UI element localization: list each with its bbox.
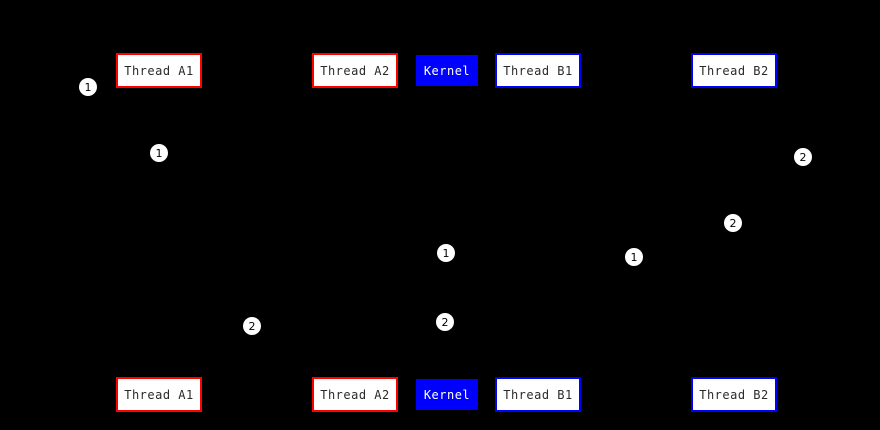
- lifeline-thread-b1: [538, 88, 539, 377]
- participant-label: Thread A2: [320, 63, 390, 78]
- sequence-badge-1: 1: [437, 244, 455, 262]
- participant-top-kernel[interactable]: Kernel: [416, 55, 478, 86]
- lifeline-kernel: [447, 86, 448, 379]
- msg-1-a1-self: [87, 100, 159, 123]
- msg-2-kernel-a2: [252, 315, 446, 334]
- participant-bottom-thread-b2[interactable]: Thread B2: [691, 377, 777, 412]
- participant-top-thread-a1[interactable]: Thread A1: [116, 53, 202, 88]
- sequence-badge-2: 2: [243, 317, 261, 335]
- participant-label: Thread A2: [320, 387, 390, 402]
- lifeline-thread-b2: [734, 88, 735, 377]
- participant-label: Thread A1: [124, 63, 194, 78]
- participant-top-thread-b1[interactable]: Thread B1: [495, 53, 581, 88]
- participant-bottom-thread-b1[interactable]: Thread B1: [495, 377, 581, 412]
- msg-1-kernel-b1: [447, 247, 635, 266]
- participant-label: Thread B1: [503, 63, 573, 78]
- sequence-badge-1: 1: [625, 248, 643, 266]
- participant-label: Thread B2: [699, 63, 769, 78]
- msg-2-b2-down: [446, 234, 734, 312]
- participant-label: Thread A1: [124, 387, 194, 402]
- lifeline-thread-a2: [355, 88, 356, 377]
- participant-label: Thread B2: [699, 387, 769, 402]
- participant-top-thread-b2[interactable]: Thread B2: [691, 53, 777, 88]
- sequence-badge-2: 2: [794, 148, 812, 166]
- sequence-badge-2: 2: [436, 313, 454, 331]
- participant-bottom-thread-a1[interactable]: Thread A1: [116, 377, 202, 412]
- participant-label: Kernel: [423, 387, 471, 402]
- participant-bottom-kernel[interactable]: Kernel: [416, 379, 478, 410]
- msg-2-b2-self: [733, 168, 803, 212]
- participant-label: Kernel: [423, 63, 471, 78]
- lifeline-thread-a1: [159, 88, 160, 377]
- participant-bottom-thread-a2[interactable]: Thread A2: [312, 377, 398, 412]
- participant-top-thread-a2[interactable]: Thread A2: [312, 53, 398, 88]
- sequence-badge-2: 2: [724, 214, 742, 232]
- msg-1-a1-down: [158, 165, 447, 244]
- sequence-badge-1: 1: [150, 144, 168, 162]
- sequence-badge-1: 1: [79, 78, 97, 96]
- participant-label: Thread B1: [503, 387, 573, 402]
